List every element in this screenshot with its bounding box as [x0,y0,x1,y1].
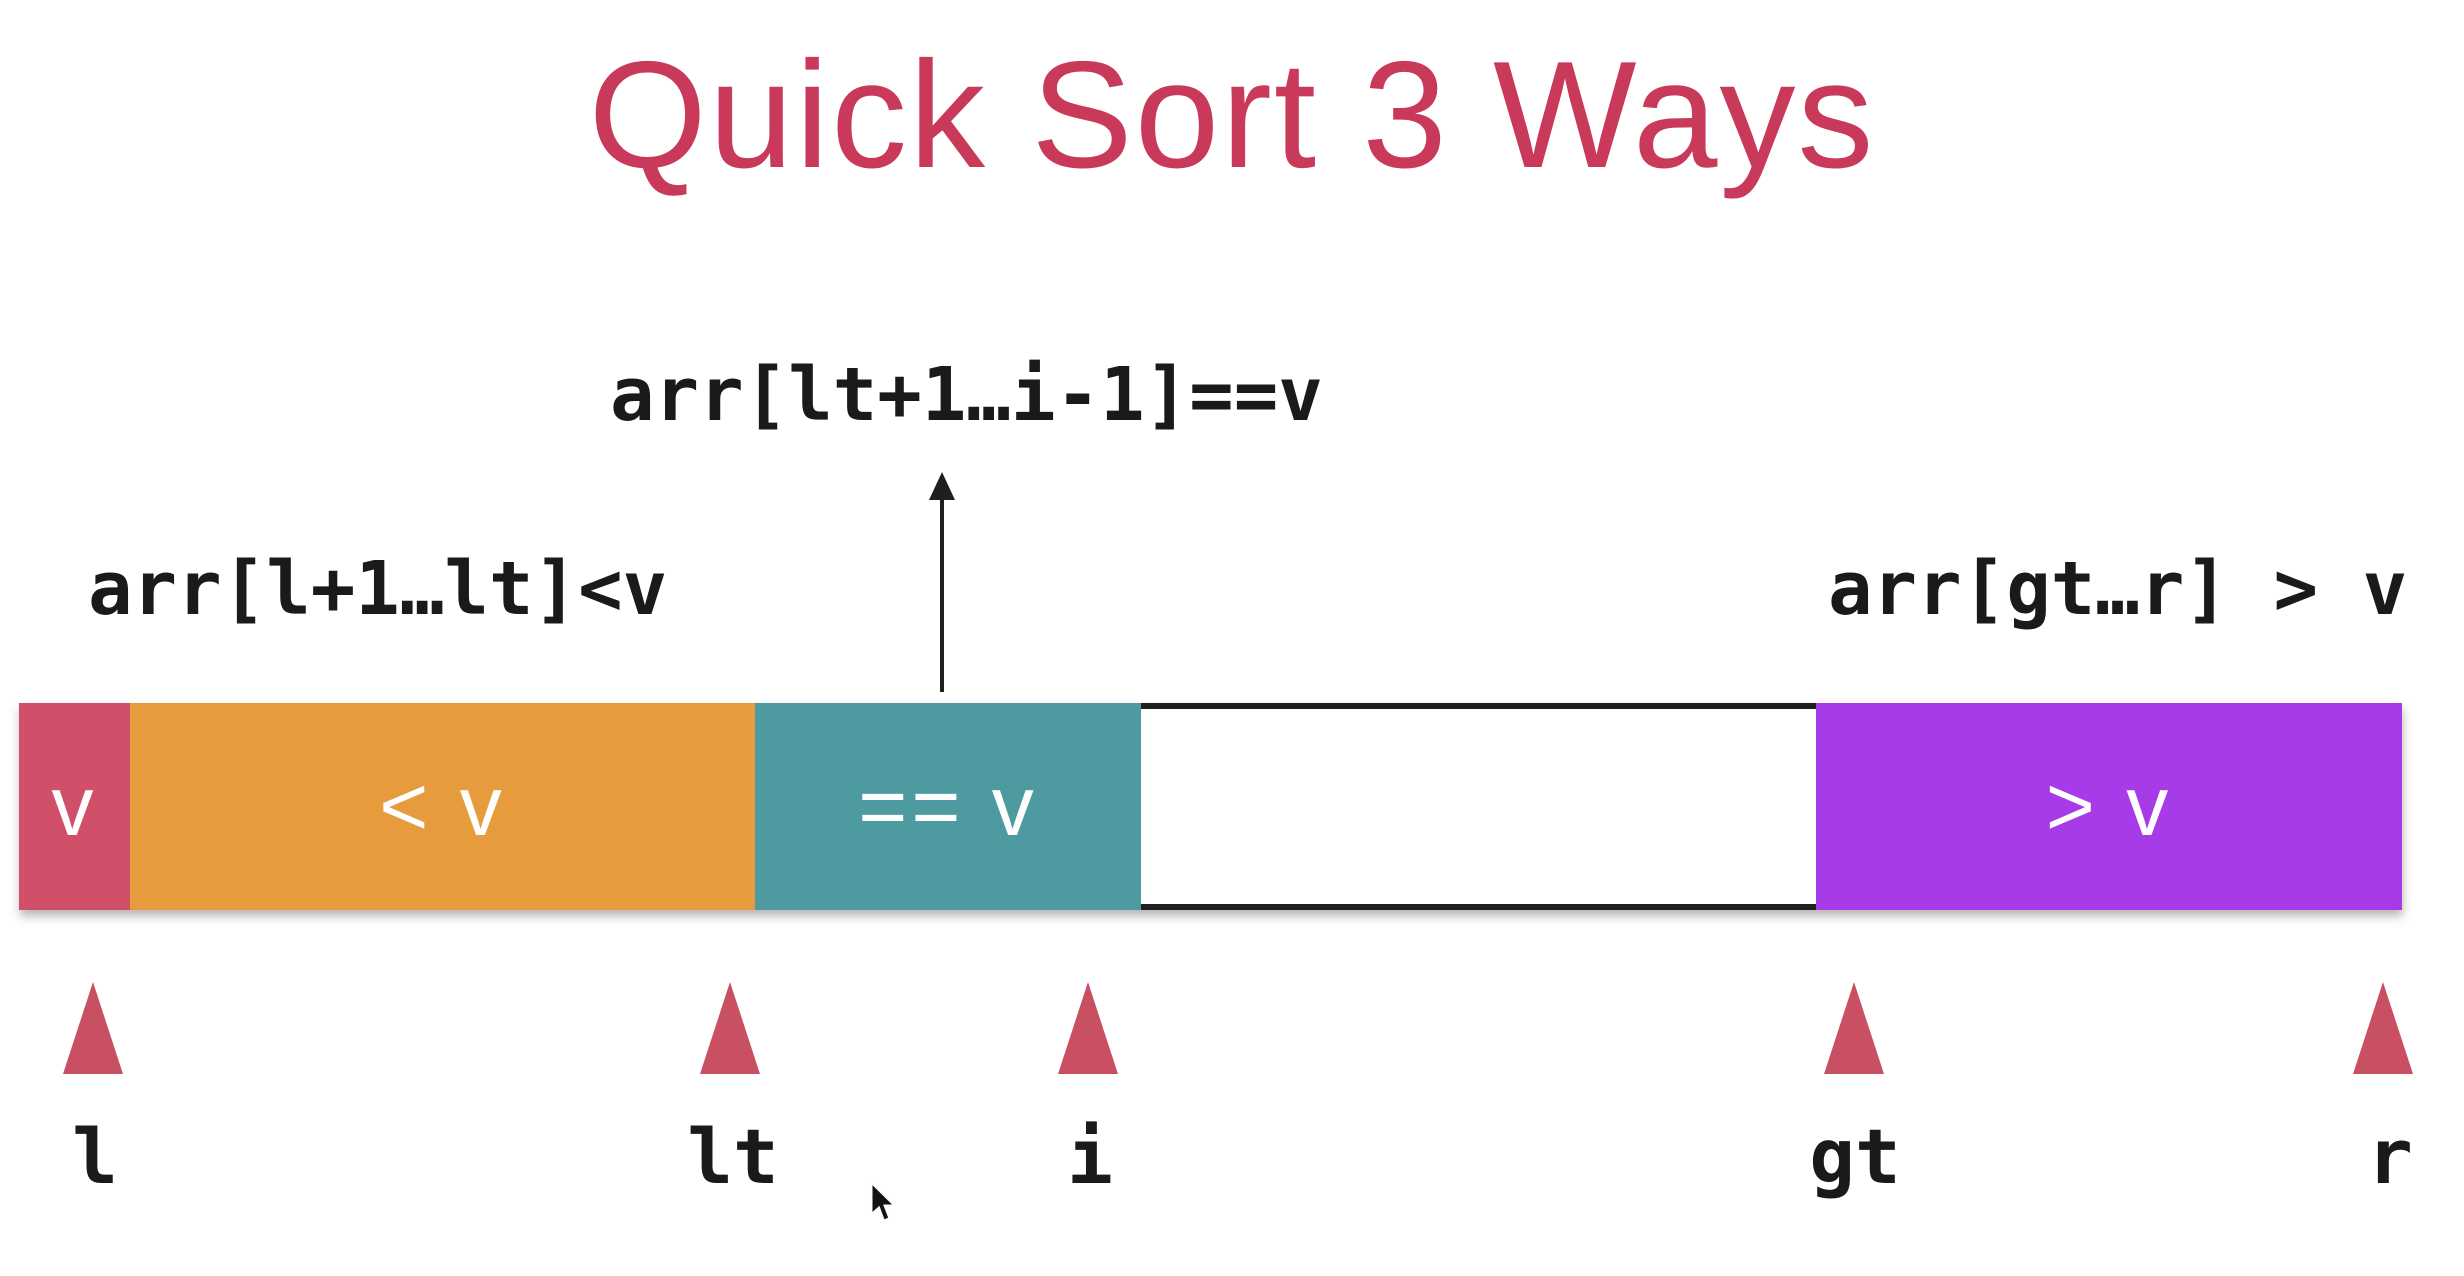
segment-pivot: v [19,703,130,910]
segment-unprocessed [1141,703,1816,910]
mouse-cursor-icon [871,1183,895,1221]
segment-greater-than: > v [1816,703,2402,910]
pointer-label-gt: gt [1809,1112,1901,1201]
pointer-triangle-lt [700,982,760,1074]
pointer-label-i: i [1067,1112,1113,1201]
pointer-triangle-i [1058,982,1118,1074]
equal-region-annotation: arr[lt+1…i-1]==v [610,352,1323,438]
pointer-label-r: r [2367,1112,2413,1201]
arrow-up-icon [929,472,955,500]
segment-greater-than-label: > v [2045,759,2173,853]
partition-bar: v < v == v > v [19,703,2402,910]
segment-less-than: < v [130,703,755,910]
segment-less-than-label: < v [379,759,506,853]
less-region-annotation: arr[l+1…lt]<v [88,546,668,632]
segment-pivot-label: v [51,759,98,853]
pointer-triangle-r [2353,982,2413,1074]
page-title: Quick Sort 3 Ways [588,30,1876,200]
equal-region-arrow-line [940,500,944,692]
pointer-triangle-gt [1824,982,1884,1074]
pointer-label-lt: lt [687,1112,779,1201]
segment-equal: == v [755,703,1141,910]
greater-region-annotation: arr[gt…r] > v [1828,546,2408,632]
pointer-label-l: l [72,1112,118,1201]
pointer-triangle-l [63,982,123,1074]
segment-equal-label: == v [858,759,1038,853]
